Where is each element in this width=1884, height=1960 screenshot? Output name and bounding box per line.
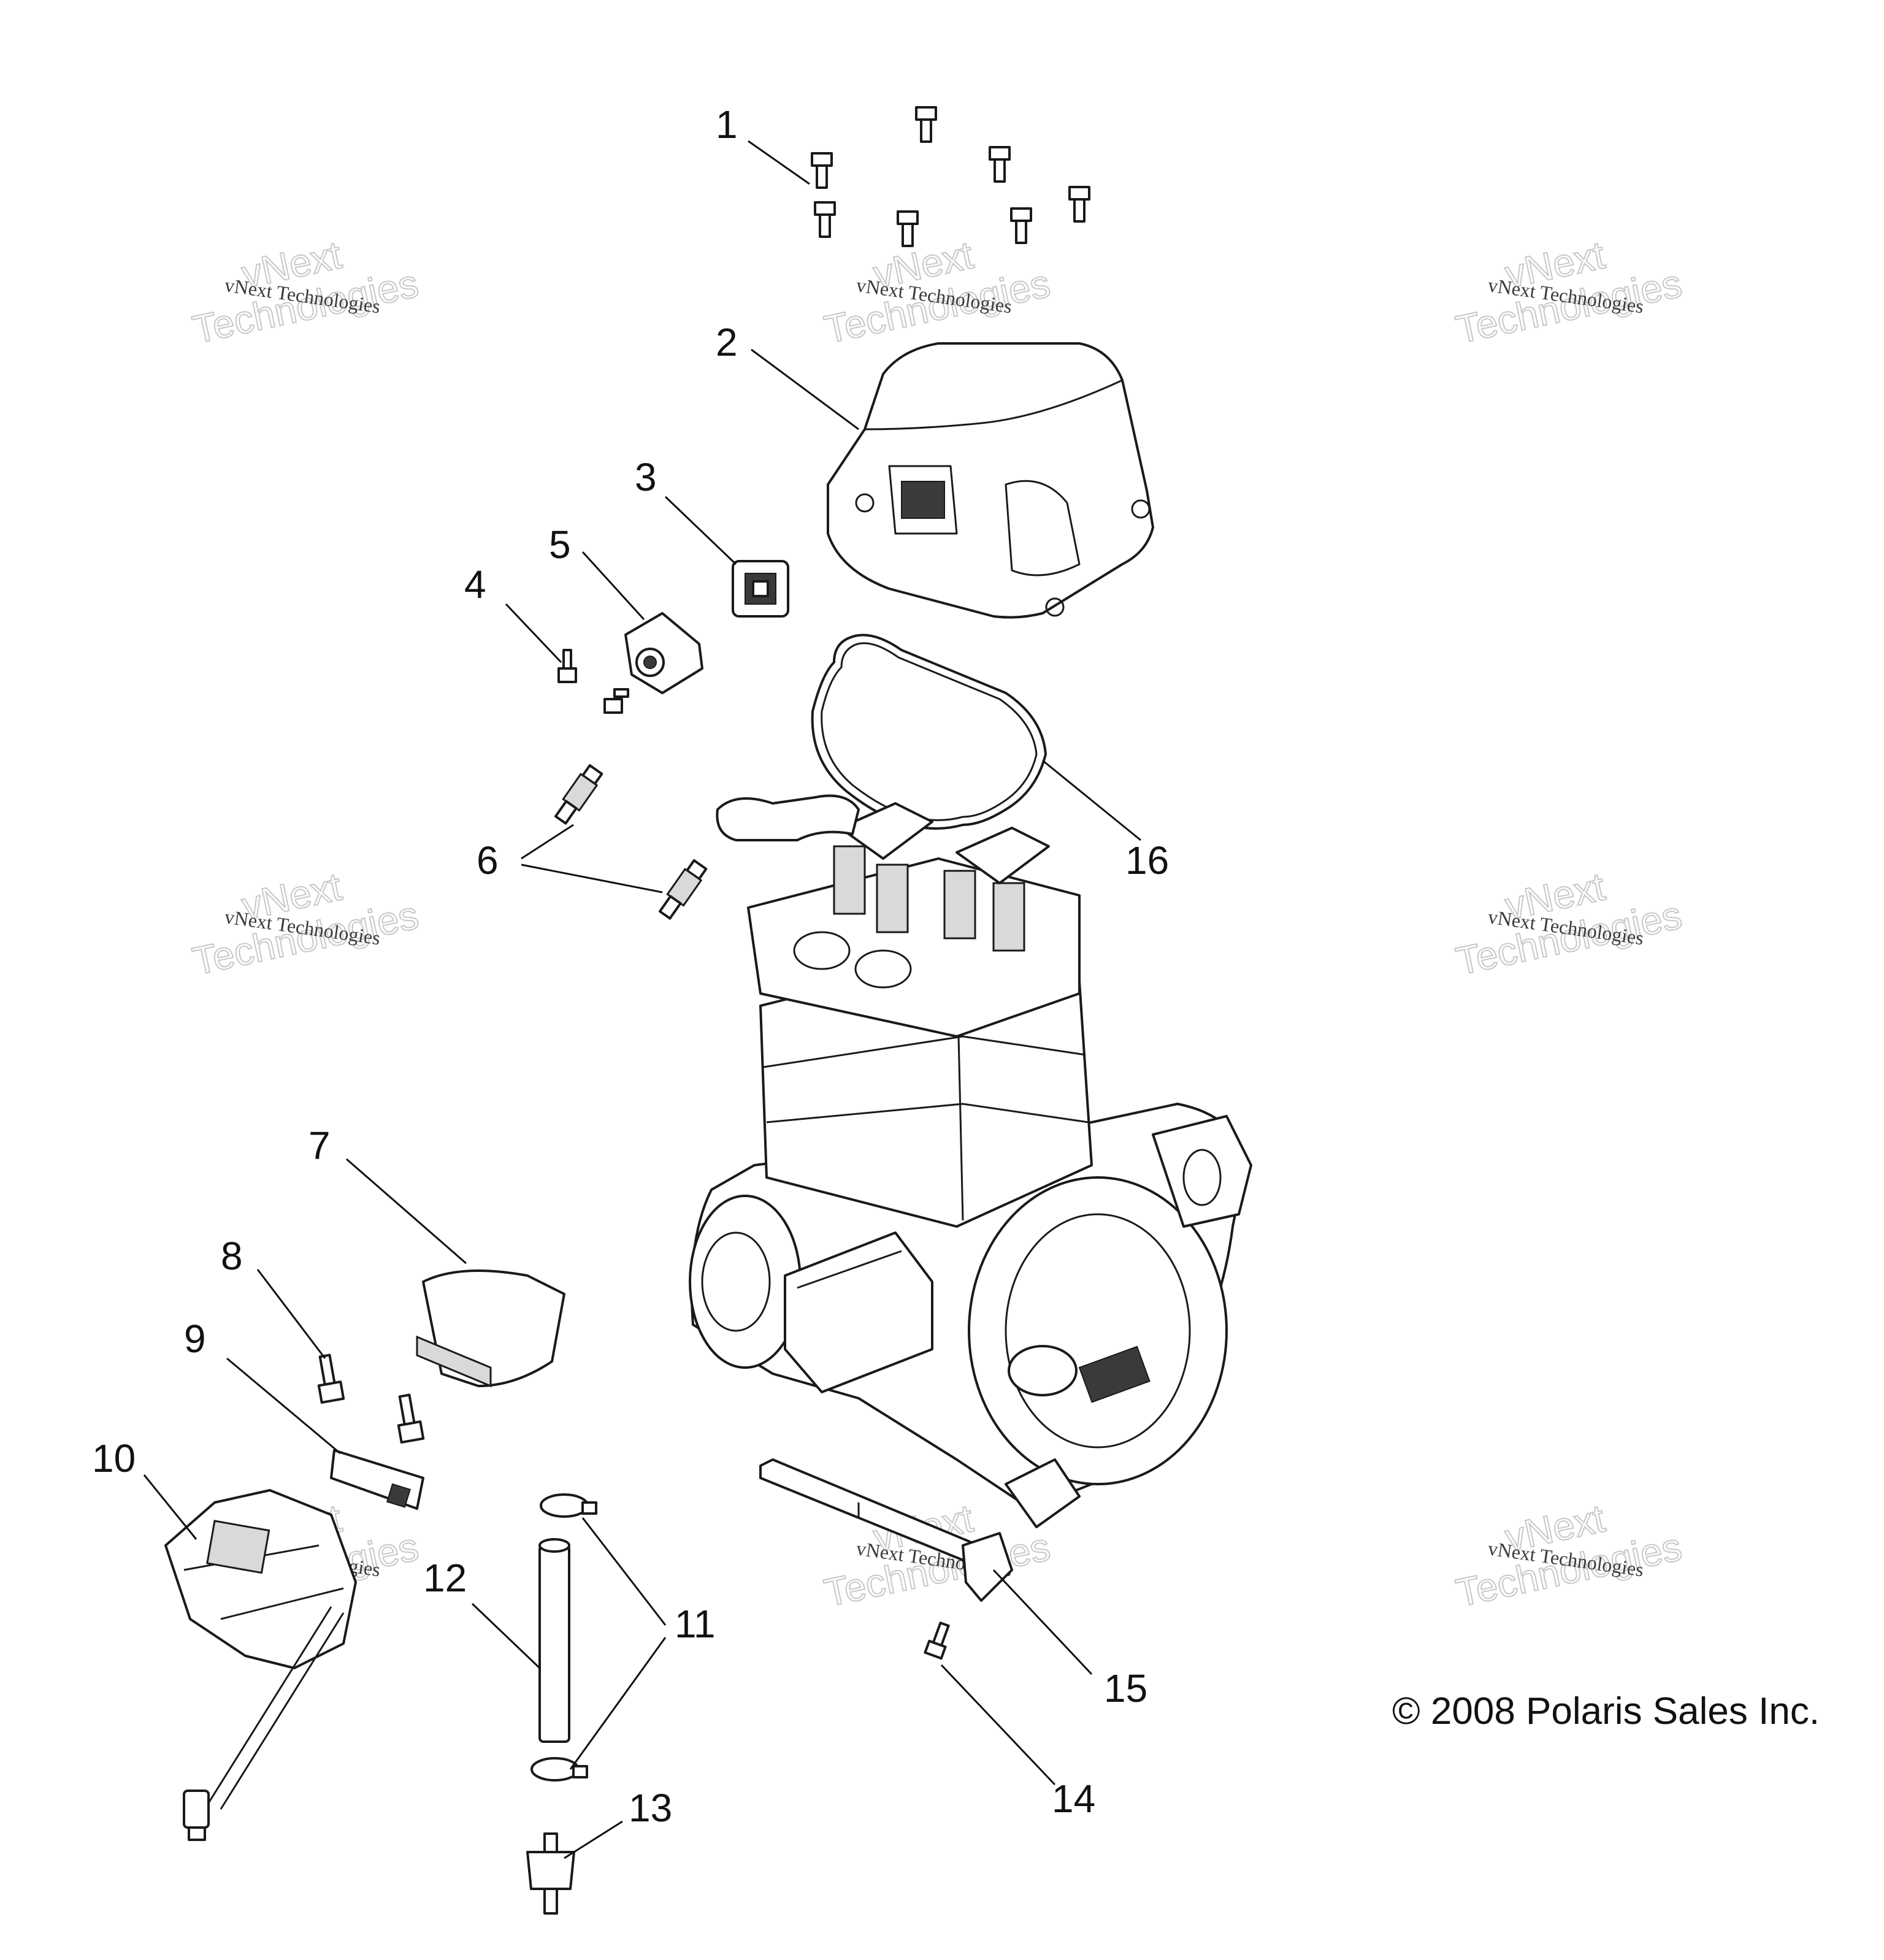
callout-15: 15 <box>1104 1666 1147 1710</box>
part-2-valve-cover <box>827 342 1154 619</box>
copyright-notice: © 2008 Polaris Sales Inc. <box>1392 1690 1820 1732</box>
callout-14: 14 <box>1052 1777 1095 1821</box>
bolt <box>1010 207 1032 244</box>
part-6-spark-plugs <box>554 764 708 920</box>
engine-assembly <box>689 794 1252 1528</box>
watermark: Technologies vNext vNext Technologies <box>1452 232 1686 352</box>
watermark: Technologies vNext vNext Technologies <box>1452 863 1686 984</box>
bolt <box>811 152 833 189</box>
part-1-bolts <box>811 106 1090 247</box>
callout-10: 10 <box>92 1436 136 1480</box>
part-4-bolts <box>557 649 629 714</box>
callout-3: 3 <box>635 455 657 499</box>
bolt <box>814 201 836 238</box>
bolt <box>915 106 937 143</box>
part-8-bolts <box>317 1353 425 1444</box>
watermark: Technologies vNext vNext Technologies <box>820 232 1054 352</box>
callout-8: 8 <box>221 1234 243 1278</box>
part-7-intake-boot <box>416 1269 565 1388</box>
valve-springs <box>833 845 1025 952</box>
callout-12: 12 <box>423 1556 467 1600</box>
callout-9: 9 <box>184 1317 206 1361</box>
callout-13: 13 <box>629 1786 672 1830</box>
callout-4: 4 <box>464 562 486 607</box>
callout-labels: 1 2 3 4 5 6 7 8 9 10 11 12 13 14 15 16 <box>92 102 1169 1830</box>
part-15-sensor <box>759 1458 1013 1602</box>
watermark: Technologies vNext vNext Technologies <box>1452 1495 1686 1615</box>
part-3-grommet <box>732 560 789 618</box>
part-13-valve <box>526 1832 575 1915</box>
part-14-bolt <box>924 1621 950 1660</box>
part-11-clamps <box>530 1493 597 1782</box>
bolt <box>989 146 1011 183</box>
part-12-hose <box>538 1538 570 1743</box>
callout-1: 1 <box>716 102 738 147</box>
callout-5: 5 <box>549 523 571 567</box>
callout-6: 6 <box>477 838 499 882</box>
callout-16: 16 <box>1125 838 1169 882</box>
leader-lines <box>143 140 1141 1859</box>
part-10-throttle-body <box>164 1489 357 1841</box>
watermark: Technologies vNext vNext Technologies <box>188 232 423 352</box>
part-16-gasket <box>811 634 1047 830</box>
part-5-sensor <box>624 612 703 694</box>
callout-2: 2 <box>716 320 738 364</box>
watermark: Technologies vNext vNext Technologies <box>188 863 423 984</box>
bolt <box>1068 186 1090 223</box>
callout-11: 11 <box>675 1602 715 1646</box>
bolt <box>897 210 919 247</box>
callout-7: 7 <box>308 1124 331 1168</box>
part-9-pin <box>330 1449 424 1510</box>
